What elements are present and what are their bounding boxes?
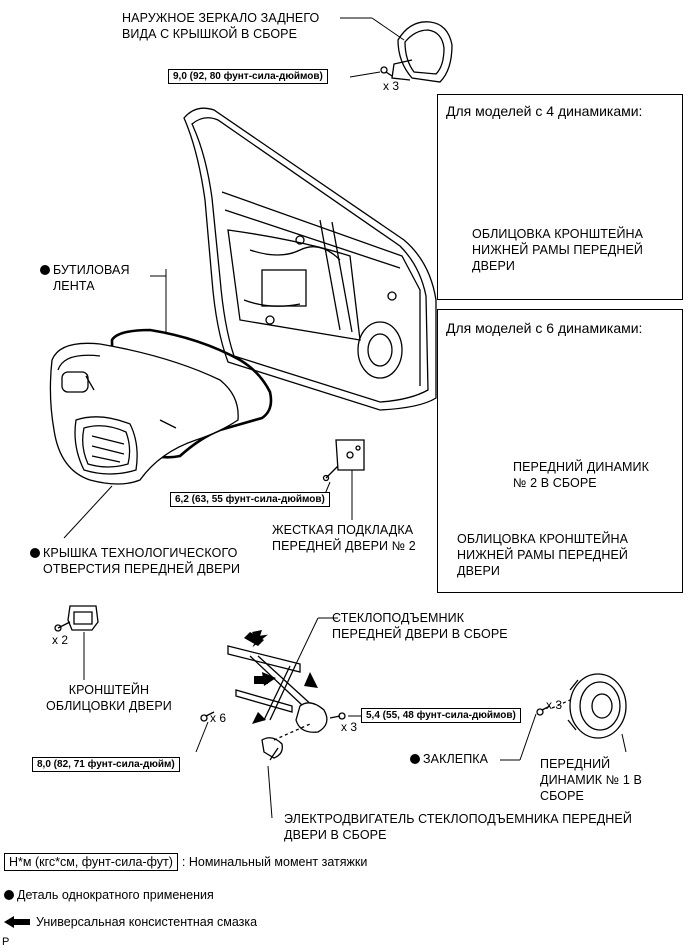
- legend-non-reusable: Деталь однократного применения: [4, 888, 214, 902]
- mirror-torque: 9,0 (92, 80 фунт-сила-дюймов): [168, 69, 328, 84]
- stiffener-torque: 6,2 (63, 55 фунт-сила-дюймов): [170, 492, 330, 507]
- regulator-bolt-icon: [200, 711, 215, 722]
- door-frame: [183, 107, 437, 411]
- non-reusable-dot-icon: [410, 754, 420, 764]
- non-reusable-dot-icon: [4, 890, 14, 900]
- mirror-bolt-icon: [380, 66, 393, 77]
- legend-torque-unit: Н*м (кгс*см, фунт-сила-фут): [4, 853, 178, 871]
- regulator-torque: 5,4 (55, 48 фунт-сила-дюймов): [361, 708, 521, 723]
- door-trim-bracket-part: [54, 605, 99, 632]
- non-reusable-dot-icon: [30, 548, 40, 558]
- four-speakers-title: Для моделей с 4 динамиками:: [446, 103, 643, 119]
- regulator-bolt-count: x 6: [210, 711, 227, 725]
- stiffener-part: [322, 439, 365, 482]
- six-speakers-box: Для моделей с 6 динамиками: ПЕРЕДНИЙ ДИН…: [437, 309, 683, 593]
- speaker-count: x 3: [546, 698, 563, 712]
- corner-mark: P: [2, 936, 10, 948]
- legend-grease: Универсальная консистентная смазка: [36, 915, 258, 929]
- window-regulator-part: [227, 645, 328, 761]
- six-speakers-title: Для моделей с 6 динамиками:: [446, 320, 643, 336]
- motor-label: ЭЛЕКТРОДВИГАТЕЛЬ СТЕКЛОПОДЪЕМНИКА ПЕРЕДН…: [284, 812, 632, 842]
- mirror-count: x 3: [383, 79, 400, 93]
- legend-torque-text: : Номинальный момент затяжки: [181, 855, 368, 869]
- bracket-torque: 8,0 (82, 71 фунт-сила-дюйм): [32, 757, 180, 772]
- regulator-nut-icon: [329, 712, 346, 720]
- bracket-count: x 2: [52, 633, 69, 647]
- mirror-part: [391, 21, 453, 83]
- non-reusable-dot-icon: [40, 265, 50, 275]
- four-speakers-box: Для моделей с 4 динамиками: ОБЛИЦОВКА КР…: [437, 94, 683, 300]
- grease-legend-arrow: [4, 916, 30, 928]
- service-hole-cover-label: КРЫШКА ТЕХНОЛОГИЧЕСКОГО ОТВЕРСТИЯ ПЕРЕДН…: [30, 545, 240, 577]
- front-speaker-1-part: [536, 673, 627, 739]
- rivet-label: ЗАКЛЕПКА: [410, 751, 488, 767]
- grease-arrows: [244, 630, 318, 724]
- regulator-nut-count: x 3: [341, 720, 358, 734]
- butyl-tape-label: БУТИЛОВАЯ ЛЕНТА: [40, 262, 130, 294]
- service-hole-cover-part: [49, 342, 239, 485]
- legend-torque: Н*м (кгс*см, фунт-сила-фут): Номинальный…: [4, 853, 368, 871]
